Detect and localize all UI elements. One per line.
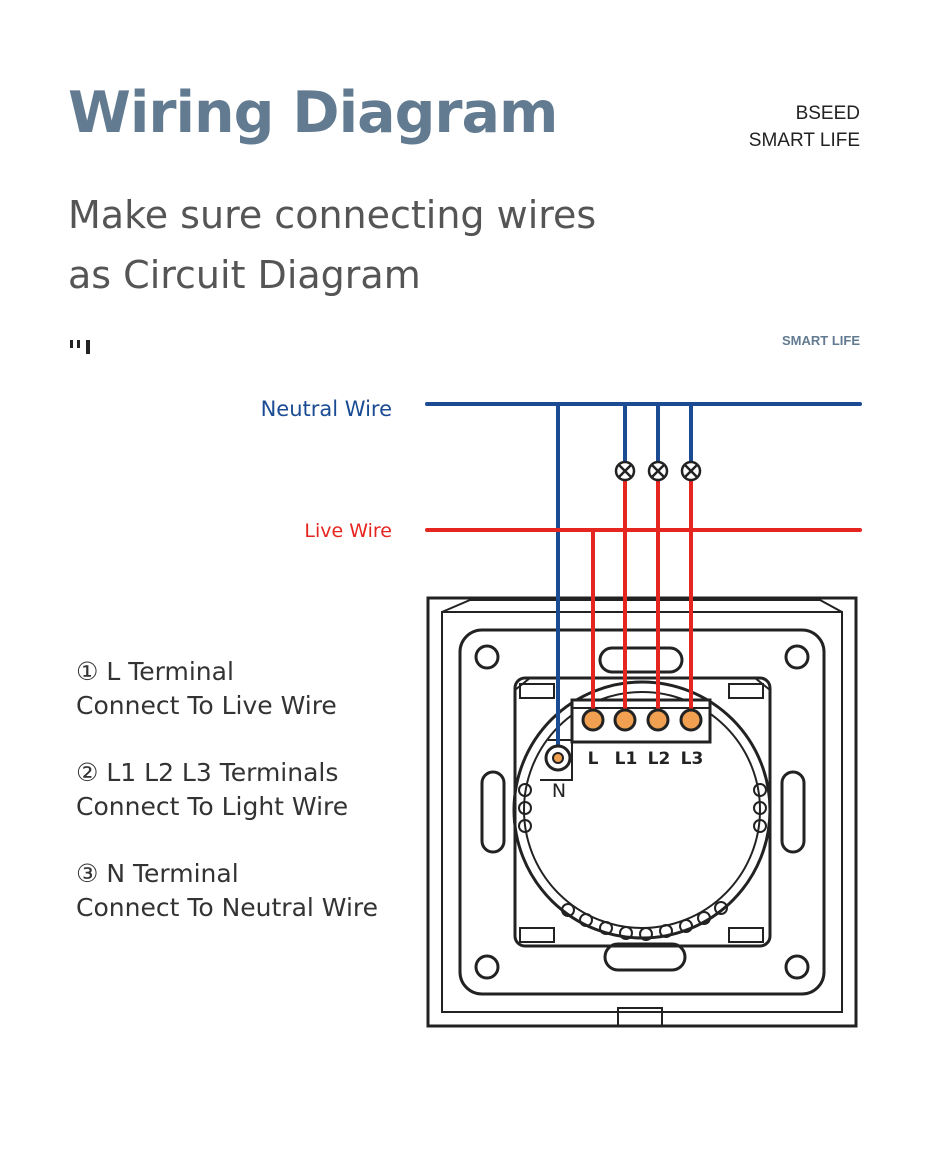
nub-bottom-5 <box>639 927 653 941</box>
legend-heading: ③ N Terminal <box>76 859 239 888</box>
switch-top-edge <box>441 599 843 613</box>
left-slot <box>480 770 506 854</box>
terminal-label-l1: L1 <box>615 749 638 769</box>
clip-top-right <box>728 683 764 699</box>
terminal-label-l3: L3 <box>681 749 704 769</box>
nub-right-2 <box>753 801 767 815</box>
nub-left-3 <box>518 819 532 833</box>
lamp-1-icon <box>614 460 636 482</box>
screw-hole-bottom-right <box>784 954 810 980</box>
neutral-wires <box>425 402 862 754</box>
terminal-screws <box>544 708 703 772</box>
terminal-screw-l1 <box>613 708 637 732</box>
nub-bottom-1 <box>561 903 575 917</box>
top-slot <box>598 646 684 674</box>
terminal-screw-l2 <box>646 708 670 732</box>
legend-text: Connect To Light Wire <box>76 792 349 821</box>
legend-heading: ① L Terminal <box>76 657 234 686</box>
legend-text: Connect To Neutral Wire <box>76 893 379 922</box>
page-subtitle: Make sure connecting wires as Circuit Di… <box>68 185 596 305</box>
legend-item-light-terminals: ② L1 L2 L3 Terminals Connect To Light Wi… <box>76 756 421 824</box>
terminal-label-l: L <box>588 749 599 769</box>
terminal-screw-n-inner <box>552 752 564 764</box>
clip-bottom-right <box>728 927 764 943</box>
nub-bottom-9 <box>714 901 728 915</box>
nub-bottom-8 <box>697 911 711 925</box>
screw-hole-bottom-left <box>474 954 500 980</box>
nub-left-2 <box>518 801 532 815</box>
brand-name: BSEED <box>795 103 860 124</box>
page-title: Wiring Diagram <box>68 80 558 146</box>
live-wires <box>425 478 862 714</box>
nub-right-3 <box>753 819 767 833</box>
nub-right-1 <box>753 783 767 797</box>
live-wire-label: Live Wire <box>304 520 392 542</box>
subtitle-line-2: as Circuit Diagram <box>68 253 421 297</box>
lamp-3-icon <box>680 460 702 482</box>
legend-item-n-terminal: ③ N Terminal Connect To Neutral Wire <box>76 857 421 925</box>
switch-bottom-tab <box>617 1007 663 1027</box>
legend-item-l-terminal: ① L Terminal Connect To Live Wire <box>76 655 421 723</box>
terminal-label-n: N <box>552 780 566 802</box>
switch-inner-frame <box>441 611 843 1013</box>
legend-heading: ② L1 L2 L3 Terminals <box>76 758 339 787</box>
nub-bottom-2 <box>579 913 593 927</box>
terminal-screw-l <box>581 708 605 732</box>
clip-bottom-left <box>519 927 555 943</box>
bottom-slot <box>603 942 687 972</box>
subtitle-line-1: Make sure connecting wires <box>68 193 597 237</box>
right-slot <box>780 770 806 854</box>
screw-hole-top-right <box>784 644 810 670</box>
small-brand-logo: SMART LIFE <box>782 333 860 348</box>
nub-bottom-3 <box>599 921 613 935</box>
nub-bottom-7 <box>679 919 693 933</box>
brand-tagline: SMART LIFE <box>748 130 860 151</box>
terminal-label-l2: L2 <box>648 749 671 769</box>
mounting-circle-inner <box>523 691 761 929</box>
screw-hole-top-left <box>474 644 500 670</box>
switch-frame <box>426 596 858 1028</box>
nub-left-1 <box>518 783 532 797</box>
decorative-marks-icon <box>70 340 90 354</box>
switch-outer-frame <box>426 596 858 1028</box>
nub-bottom-4 <box>619 926 633 940</box>
terminal-screw-l3 <box>679 708 703 732</box>
clip-top-left <box>519 683 555 699</box>
legend-text: Connect To Live Wire <box>76 691 337 720</box>
switch-plate <box>458 628 826 996</box>
module-corner-tr <box>725 677 771 691</box>
terminal-legend: ① L Terminal Connect To Live Wire ② L1 L… <box>76 655 421 958</box>
brand-logo: BSEED SMART LIFE <box>749 100 860 154</box>
lamp-2-icon <box>647 460 669 482</box>
neutral-wire-label: Neutral Wire <box>261 397 392 421</box>
nub-bottom-6 <box>659 924 673 938</box>
